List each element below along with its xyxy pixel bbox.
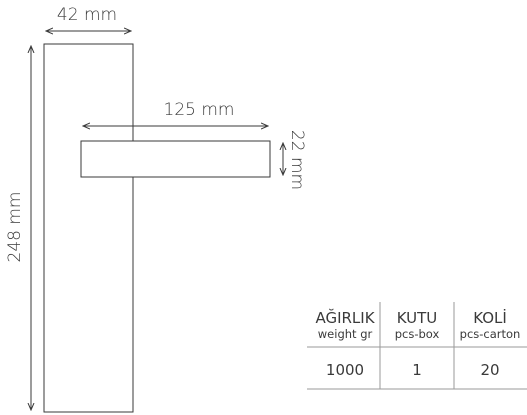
handle-height-dimension-label: 22 mm bbox=[287, 130, 307, 190]
table-value-box: 1 bbox=[412, 361, 422, 379]
table-header-box: KUTU bbox=[397, 309, 438, 327]
height-dimension-label: 248 mm bbox=[5, 192, 25, 263]
handle-lever-outline bbox=[80, 140, 271, 178]
table-subheader-box: pcs-box bbox=[395, 327, 440, 341]
table-subheader-carton: pcs-carton bbox=[460, 327, 521, 341]
table-header-carton: KOLİ bbox=[473, 308, 507, 327]
spec-table: AĞIRLIK weight gr 1000 KUTU pcs-box 1 KO… bbox=[307, 302, 527, 390]
table-value-carton: 20 bbox=[480, 361, 499, 379]
table-value-weight: 1000 bbox=[326, 361, 364, 379]
width-dimension-label: 42 mm bbox=[57, 5, 117, 25]
table-subheader-weight: weight gr bbox=[318, 327, 373, 341]
table-header-weight: AĞIRLIK bbox=[315, 308, 375, 327]
back-plate-outline bbox=[43, 43, 134, 413]
handle-length-dimension-label: 125 mm bbox=[164, 100, 235, 120]
